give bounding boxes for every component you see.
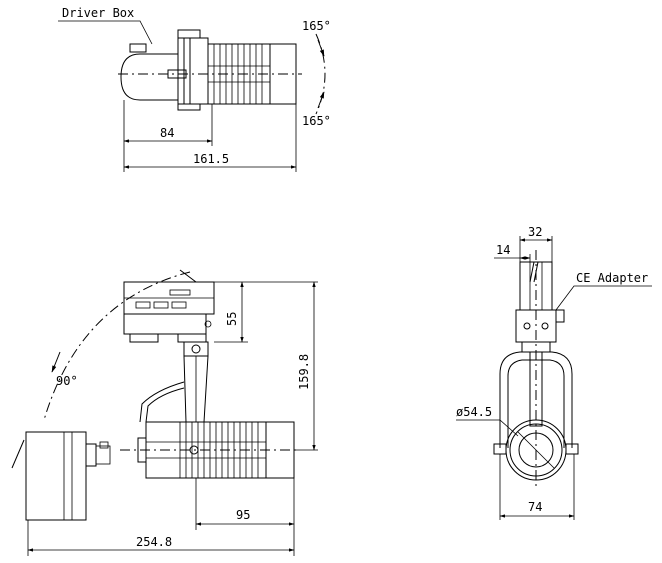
top-plate-foot bbox=[177, 103, 201, 111]
top-arc-arrow-upper bbox=[317, 39, 325, 57]
side-adapter-tab bbox=[179, 269, 197, 283]
front-view bbox=[456, 236, 652, 520]
front-foot-right bbox=[565, 443, 579, 455]
label-dim-95: 95 bbox=[236, 508, 250, 522]
side-adapter-base bbox=[123, 313, 207, 335]
side-arc-arrow bbox=[51, 351, 61, 373]
label-ce-adapter: CE Adapter bbox=[576, 271, 648, 285]
side-fins bbox=[146, 422, 266, 478]
label-angle-90: 90° bbox=[56, 374, 78, 388]
label-dim-32: 32 bbox=[528, 225, 542, 239]
side-view bbox=[11, 269, 318, 556]
top-view bbox=[58, 20, 326, 172]
label-driver-box: Driver Box bbox=[62, 6, 134, 20]
rotated-adapter bbox=[25, 431, 87, 521]
top-lamp-front bbox=[269, 43, 297, 105]
ce-adapter-leader bbox=[555, 285, 652, 311]
dia-leader bbox=[456, 419, 519, 437]
label-dim-14: 14 bbox=[496, 243, 510, 257]
label-dia-54-5: ø54.5 bbox=[456, 405, 492, 419]
side-adapter-clip bbox=[129, 333, 159, 343]
label-dim-161-5: 161.5 bbox=[193, 152, 229, 166]
side-rotation-arc bbox=[43, 271, 191, 421]
label-angle-top-lower: 165° bbox=[302, 114, 331, 128]
label-dim-159-8: 159.8 bbox=[297, 354, 311, 390]
side-cable bbox=[145, 387, 185, 423]
front-ce-clip bbox=[555, 309, 565, 323]
label-dim-254-8: 254.8 bbox=[136, 535, 172, 549]
label-dim-74: 74 bbox=[528, 500, 542, 514]
top-plate-cap bbox=[177, 29, 201, 39]
top-arc-arrow-lower bbox=[317, 91, 325, 109]
top-driver-tab bbox=[129, 43, 147, 53]
label-dim-55: 55 bbox=[225, 312, 239, 326]
side-arm-joint bbox=[183, 341, 209, 357]
label-dim-84: 84 bbox=[160, 126, 174, 140]
top-plate-rib bbox=[183, 37, 191, 105]
rotated-arm-joint bbox=[85, 443, 97, 467]
top-driver-box bbox=[120, 53, 179, 101]
label-angle-top-upper: 165° bbox=[302, 19, 331, 33]
driver-box-leader bbox=[58, 20, 153, 45]
top-plate bbox=[177, 37, 209, 105]
